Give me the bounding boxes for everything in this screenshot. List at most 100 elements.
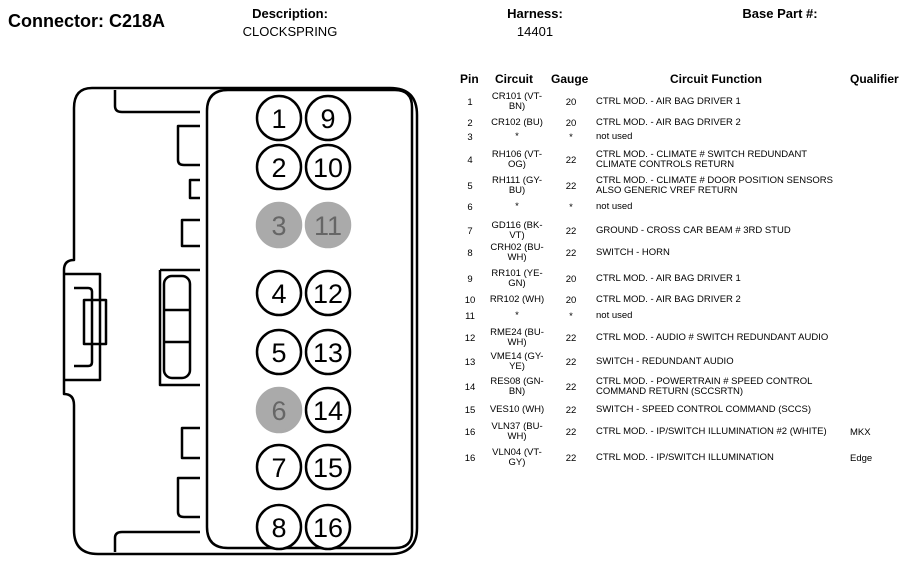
pin-9-circle [304,94,352,142]
pin-number-cell: 3 [467,132,473,143]
pin-12-label: 12 [313,279,343,309]
pin-number-cell: 7 [467,226,473,237]
gauge-cell: 22 [565,382,577,393]
description-block: Description: CLOCKSPRING [220,6,360,39]
circuit-function-cell: CTRL MOD. - CLIMATE # DOOR POSITION SENS… [596,175,833,196]
circuit-cell: GD116 (BK-VT) [491,220,543,241]
pin-number-cell: 6 [467,202,473,213]
circuit-cell: * [515,310,519,321]
gauge-cell: 22 [565,248,577,259]
gauge-cell: 22 [565,226,577,237]
circuit-column-header: Circuit [495,72,534,86]
circuit-function-cell: CTRL MOD. - POWERTRAIN # SPEED CONTROL C… [596,376,813,397]
pin-10-label: 10 [313,153,343,183]
pin-14-circle [304,386,352,434]
gauge-cell: 22 [565,155,577,166]
pin-4-circle [255,269,303,317]
pin-11-label: 11 [314,211,342,241]
pin-number-cell: 8 [467,248,473,259]
qualifier-column-header: Qualifier [850,72,899,86]
pin-number-cell: 9 [467,274,473,285]
pin-number-cell: 13 [464,357,476,368]
pin-8-label: 8 [271,513,286,543]
pin-15-circle [304,443,352,491]
pin-16-circle [304,503,352,551]
pin-column-header: Pin [460,72,479,86]
circuit-function-cell: not used [596,131,633,142]
pin-8-circle [255,503,303,551]
pin-number-cell: 16 [464,453,476,464]
circuit-function-cell: CTRL MOD. - IP/SWITCH ILLUMINATION #2 (W… [596,426,827,437]
harness-label: Harness: [507,6,563,21]
gauge-cell: 22 [565,181,577,192]
pin-number-cell: 12 [464,333,476,344]
gauge-cell: * [569,311,573,322]
pin-4-label: 4 [271,279,286,309]
pin-13-label: 13 [313,338,343,368]
circuit-cell: CR101 (VT-BN) [491,91,543,112]
circuit-cell: VME14 (GY-YE) [490,351,544,372]
circuit-function-cell: CTRL MOD. - AIR BAG DRIVER 1 [596,273,741,284]
pin-number-cell: 10 [464,295,476,306]
gauge-cell: 20 [565,97,577,108]
circuit-cell: RH111 (GY-BU) [492,175,542,196]
gauge-cell: * [569,132,573,143]
pin-2-circle [255,143,303,191]
description-label: Description: [252,6,328,21]
gauge-cell: 20 [565,118,577,129]
pin-number-cell: 2 [467,118,473,129]
circuit-cell: VES10 (WH) [489,404,545,415]
circuit-function-cell: CTRL MOD. - IP/SWITCH ILLUMINATION [596,452,774,463]
circuit-function-cell: CTRL MOD. - AIR BAG DRIVER 2 [596,294,741,305]
pin-7-circle [255,443,303,491]
circuit-function-cell: not used [596,310,633,321]
circuit-function-cell: CTRL MOD. - CLIMATE # SWITCH REDUNDANT C… [596,149,807,170]
pin-3-circle [255,201,303,249]
base-part-block: Base Part #: [720,6,840,24]
pin-number-cell: 5 [467,181,473,192]
circuit-cell: RES08 (GN-BN) [490,376,544,397]
circuit-cell: * [515,201,519,212]
pin-12-circle [304,269,352,317]
gauge-cell: 20 [565,274,577,285]
pin-15-label: 15 [313,453,343,483]
function-column-header: Circuit Function [670,72,762,86]
circuit-cell: RR102 (WH) [489,294,545,305]
pin-14-label: 14 [313,396,343,426]
pin-number-cell: 15 [464,405,476,416]
circuit-function-cell: not used [596,201,633,212]
pin-10-circle [304,143,352,191]
qualifier-cell: Edge [850,453,873,464]
circuit-function-cell: SWITCH - REDUNDANT AUDIO [596,356,734,367]
circuit-function-cell: CTRL MOD. - AUDIO # SWITCH REDUNDANT AUD… [596,332,829,343]
circuit-cell: RR101 (YE-GN) [491,268,543,289]
pin-5-label: 5 [271,338,286,368]
pin-9-label: 9 [320,104,335,134]
circuit-cell: * [515,131,519,142]
pin-1-circle [255,94,303,142]
pin-number-cell: 1 [467,97,473,108]
circuit-cell: VLN04 (VT-GY) [492,447,542,468]
pin-2-label: 2 [271,153,286,183]
connector-title: Connector: C218A [8,11,166,31]
pin-6-label: 6 [271,396,286,426]
qualifier-cell: MKX [850,427,871,438]
pin-column-right: 9 10 11 12 13 14 15 16 [304,94,352,551]
pin-5-circle [255,328,303,376]
harness-block: Harness: 14401 [480,6,590,39]
pin-16-label: 16 [313,513,343,543]
pin-3-label: 3 [271,211,286,241]
gauge-cell: 22 [565,453,577,464]
circuit-function-cell: SWITCH - SPEED CONTROL COMMAND (SCCS) [596,404,811,415]
pin-1-label: 1 [271,104,286,134]
gauge-cell: 22 [565,333,577,344]
pin-number-cell: 4 [467,155,473,166]
base-part-label: Base Part #: [742,6,818,21]
pin-11-circle [304,201,352,249]
circuit-cell: CRH02 (BU-WH) [490,242,544,263]
circuit-cell: VLN37 (BU-WH) [491,421,543,442]
gauge-column-header: Gauge [551,72,589,86]
description-value: CLOCKSPRING [242,24,338,39]
pin-number-cell: 14 [464,382,476,393]
